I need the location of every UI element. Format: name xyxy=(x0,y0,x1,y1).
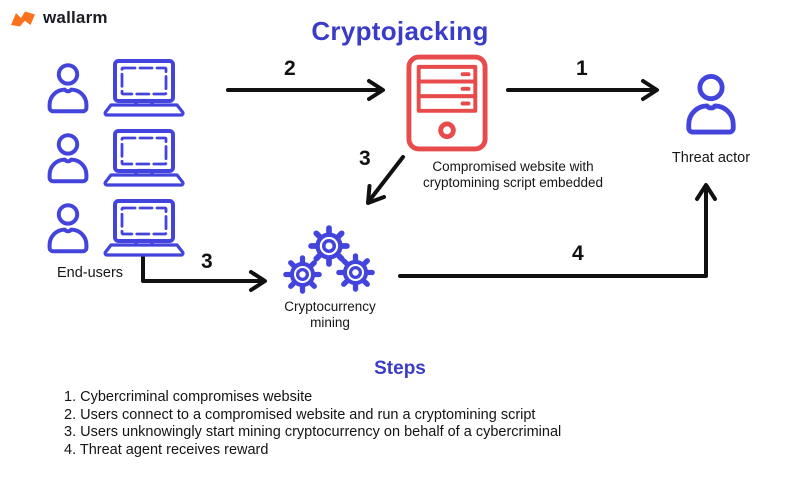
end-user-icon-3 xyxy=(44,202,92,254)
step-item-2: 2. Users connect to a compromised websit… xyxy=(64,406,536,423)
end-user-laptop-icon-2 xyxy=(102,129,186,187)
end-user-laptop-icon-3 xyxy=(102,199,186,257)
server-caption: Compromised website with cryptomining sc… xyxy=(422,159,604,190)
arrow-label-1: 1 xyxy=(576,57,588,80)
mining-label: Cryptocurrency mining xyxy=(284,299,376,330)
arrow-step1 xyxy=(506,79,659,101)
steps-heading: Steps xyxy=(374,358,426,379)
compromised-server-icon xyxy=(406,54,488,152)
step-item-1: 1. Cybercriminal compromises website xyxy=(64,389,313,405)
wallarm-flame-icon xyxy=(11,11,35,27)
gear-icon-left xyxy=(283,255,322,294)
step-item-3: 3. Users unknowingly start mining crypto… xyxy=(64,424,562,440)
steps-list: 1. Cybercriminal compromises website 2. … xyxy=(64,389,580,459)
gear-icon-right xyxy=(336,253,375,292)
page-title: Cryptojacking xyxy=(311,16,489,46)
arrow-label-2: 2 xyxy=(284,57,296,80)
step-item-4: 4. Threat agent receives reward xyxy=(64,441,269,458)
end-users-label: End-users xyxy=(56,265,124,281)
arrow-step4 xyxy=(398,183,717,278)
brand-logo-text: wallarm xyxy=(43,8,108,27)
mining-gears-icon xyxy=(283,225,377,297)
end-user-icon-2 xyxy=(44,132,92,184)
brand-logo: wallarm xyxy=(10,8,108,28)
arrow-step3-server xyxy=(366,155,405,205)
end-user-icon-1 xyxy=(44,62,92,114)
arrow-label-3-server: 3 xyxy=(359,147,371,170)
threat-actor-label: Threat actor xyxy=(671,150,751,166)
threat-actor-icon xyxy=(682,64,740,144)
end-user-laptop-icon-1 xyxy=(102,59,186,117)
arrow-label-4: 4 xyxy=(572,242,584,265)
arrow-step2 xyxy=(226,79,385,101)
arrow-label-3-users: 3 xyxy=(201,250,213,273)
